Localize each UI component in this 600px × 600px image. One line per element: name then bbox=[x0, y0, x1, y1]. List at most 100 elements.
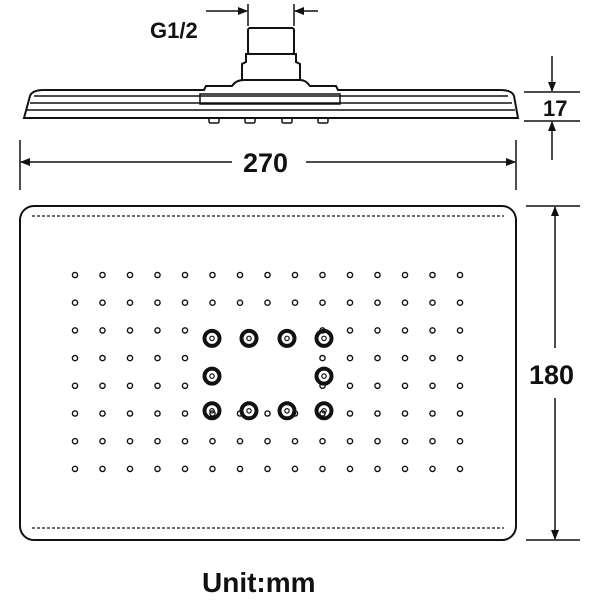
top-view bbox=[19, 205, 517, 541]
small-nozzle bbox=[126, 382, 134, 390]
large-nozzle bbox=[314, 366, 334, 386]
small-nozzle bbox=[209, 437, 216, 445]
small-nozzle bbox=[346, 382, 354, 390]
small-nozzle bbox=[401, 299, 409, 307]
small-nozzle bbox=[209, 410, 216, 417]
small-nozzle bbox=[181, 465, 189, 473]
small-nozzle bbox=[209, 465, 216, 473]
small-nozzle bbox=[401, 382, 409, 390]
large-nozzle bbox=[314, 328, 334, 348]
small-nozzle bbox=[154, 437, 161, 445]
small-nozzle bbox=[374, 437, 381, 445]
small-nozzle bbox=[236, 437, 244, 445]
unit-label: Unit:mm bbox=[202, 567, 316, 598]
small-nozzle bbox=[401, 271, 409, 279]
small-nozzle bbox=[264, 410, 271, 417]
large-nozzle-core bbox=[246, 335, 252, 342]
small-nozzle bbox=[154, 299, 161, 307]
side-nozzle bbox=[317, 117, 329, 124]
width-dimension bbox=[19, 140, 517, 190]
small-nozzle bbox=[319, 437, 326, 445]
large-nozzle bbox=[239, 401, 259, 421]
large-nozzle bbox=[239, 328, 259, 348]
small-nozzle bbox=[181, 299, 189, 307]
large-nozzle-core bbox=[284, 407, 290, 414]
shower-head-side-profile bbox=[22, 79, 520, 119]
small-nozzle bbox=[456, 465, 464, 473]
small-nozzle bbox=[429, 382, 436, 390]
small-nozzle bbox=[319, 299, 326, 307]
large-nozzle-ring bbox=[202, 328, 334, 421]
small-nozzle bbox=[456, 382, 464, 390]
small-nozzle bbox=[346, 410, 354, 417]
small-nozzle bbox=[181, 327, 189, 334]
small-nozzle bbox=[401, 354, 409, 362]
small-nozzle bbox=[236, 465, 244, 473]
large-nozzle-core bbox=[321, 335, 327, 342]
large-nozzle bbox=[202, 328, 222, 348]
small-nozzle bbox=[126, 465, 134, 473]
large-nozzle bbox=[202, 366, 222, 386]
thread-connector bbox=[247, 27, 295, 55]
small-nozzle bbox=[456, 410, 464, 417]
small-nozzle bbox=[346, 271, 354, 279]
small-nozzle bbox=[99, 382, 106, 390]
small-nozzle bbox=[319, 410, 326, 417]
small-nozzle bbox=[154, 465, 161, 473]
small-nozzle bbox=[99, 271, 106, 279]
small-nozzle bbox=[264, 437, 271, 445]
small-nozzle bbox=[181, 410, 189, 417]
small-nozzle bbox=[236, 271, 244, 279]
plate-outline bbox=[19, 205, 517, 541]
large-nozzle-core bbox=[209, 407, 215, 414]
small-nozzle bbox=[71, 354, 79, 362]
small-nozzle bbox=[264, 299, 271, 307]
small-nozzle bbox=[456, 437, 464, 445]
small-nozzle bbox=[346, 465, 354, 473]
small-nozzle bbox=[456, 327, 464, 334]
small-nozzle bbox=[126, 271, 134, 279]
small-nozzle bbox=[374, 465, 381, 473]
small-nozzle bbox=[374, 299, 381, 307]
small-nozzle bbox=[209, 271, 216, 279]
large-nozzle-core bbox=[284, 335, 290, 342]
large-nozzle bbox=[277, 328, 297, 348]
small-nozzle bbox=[99, 299, 106, 307]
small-nozzle bbox=[346, 354, 354, 362]
width-label: 270 bbox=[243, 148, 288, 178]
small-nozzle bbox=[236, 299, 244, 307]
small-nozzle bbox=[374, 354, 381, 362]
small-nozzle bbox=[401, 465, 409, 473]
small-nozzle bbox=[71, 465, 79, 473]
small-nozzle bbox=[429, 410, 436, 417]
small-nozzle bbox=[456, 271, 464, 279]
small-nozzle bbox=[71, 299, 79, 307]
small-nozzle bbox=[291, 271, 299, 279]
small-nozzle bbox=[401, 410, 409, 417]
small-nozzle bbox=[264, 465, 271, 473]
small-nozzle bbox=[319, 465, 326, 473]
depth-dimension bbox=[526, 205, 580, 541]
small-nozzle bbox=[401, 327, 409, 334]
large-nozzle-core bbox=[246, 407, 252, 414]
small-nozzle bbox=[126, 299, 134, 307]
small-nozzle bbox=[99, 410, 106, 417]
connector-neck bbox=[241, 53, 301, 81]
small-nozzle bbox=[346, 327, 354, 334]
small-nozzle bbox=[71, 437, 79, 445]
small-nozzle bbox=[99, 437, 106, 445]
small-nozzle bbox=[264, 271, 271, 279]
small-nozzle bbox=[374, 271, 381, 279]
small-nozzle bbox=[71, 410, 79, 417]
side-nozzle bbox=[208, 117, 220, 124]
height-dimension bbox=[524, 56, 580, 160]
small-nozzle bbox=[374, 327, 381, 334]
small-nozzle bbox=[99, 354, 106, 362]
small-nozzle bbox=[429, 271, 436, 279]
large-nozzle bbox=[314, 401, 334, 421]
small-nozzle bbox=[429, 327, 436, 334]
small-nozzle bbox=[181, 271, 189, 279]
small-nozzle bbox=[126, 410, 134, 417]
small-nozzle bbox=[429, 354, 436, 362]
